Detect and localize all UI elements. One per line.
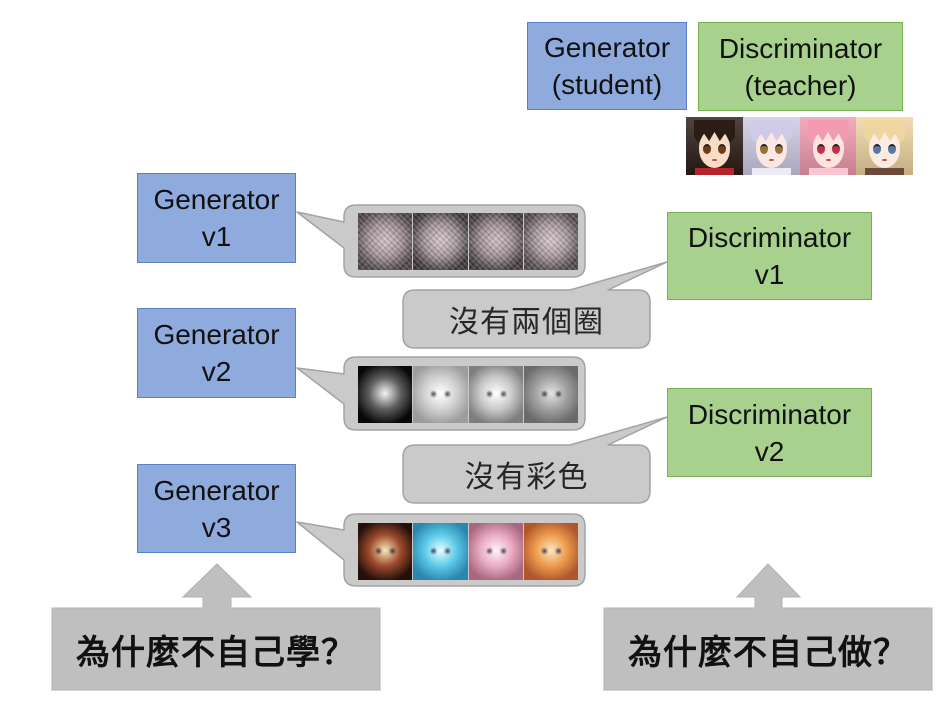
face-eye-left [873, 144, 882, 154]
generator-v2-title: Generator [153, 319, 280, 350]
generated-sample-image [523, 366, 578, 423]
face-eye-left [759, 144, 768, 154]
generated-sample-image [523, 213, 578, 270]
face-eye-right [774, 144, 783, 154]
generated-sample-image [468, 523, 523, 580]
teacher-question: 為什麼不自己做？ [628, 632, 908, 673]
speech-bubble-feedback-v2 [402, 416, 668, 504]
face-eye-left [816, 144, 825, 154]
generator-student-box: Generator (student) [527, 22, 687, 110]
generator-v1-samples [358, 213, 578, 270]
face-mouth [712, 159, 717, 161]
generator-v1-box: Generator v1 [137, 173, 296, 263]
anime-face-image [742, 117, 800, 175]
generator-v2-version: v2 [201, 356, 232, 387]
discriminator-v2-box: Discriminator v2 [667, 388, 872, 477]
discriminator-teacher-title: Discriminator [718, 32, 883, 64]
face-collar [865, 168, 905, 175]
discriminator-v2-title: Discriminator [687, 398, 852, 430]
generated-sample-image [358, 366, 413, 423]
face-eye-right [718, 144, 726, 154]
discriminator-v2-feedback: 沒有彩色 [464, 460, 589, 495]
face-collar [751, 168, 791, 175]
anime-face-image [856, 117, 913, 175]
generator-v1-version: v1 [201, 221, 232, 252]
face-eye-right [831, 144, 840, 154]
discriminator-v1-title: Discriminator [687, 222, 852, 253]
generated-sample-image [413, 213, 468, 270]
generated-sample-image [358, 523, 413, 580]
student-question: 為什麼不自己學？ [76, 632, 356, 673]
generator-v3-box: Generator v3 [137, 464, 296, 553]
discriminator-v1-feedback: 沒有兩個圈 [449, 305, 604, 340]
speech-bubble-feedback-v1 [402, 261, 668, 349]
face-collar [808, 168, 848, 175]
face-collar [695, 168, 734, 175]
real-anime-faces-strip [686, 117, 913, 175]
generator-v3-title: Generator [153, 474, 280, 506]
generator-student-title: Generator [543, 32, 671, 63]
discriminator-v2-version: v2 [754, 435, 785, 467]
generated-sample-image [523, 523, 578, 580]
face-mouth [825, 159, 831, 161]
generated-sample-image [468, 213, 523, 270]
face-eye-right [888, 144, 897, 154]
generated-sample-image [413, 366, 468, 423]
face-mouth [882, 159, 888, 161]
up-arrow-callout-teacher [603, 563, 933, 691]
generator-v3-version: v3 [201, 511, 232, 543]
generated-sample-image [468, 366, 523, 423]
discriminator-v1-version: v1 [754, 259, 785, 290]
discriminator-v1-box: Discriminator v1 [667, 212, 872, 300]
generator-student-role: (student) [551, 69, 663, 100]
generated-sample-image [358, 213, 413, 270]
face-mouth [768, 159, 774, 161]
generator-v3-samples [358, 523, 578, 580]
face-eye-left [703, 144, 711, 154]
generator-v2-box: Generator v2 [137, 308, 296, 398]
discriminator-teacher-role: (teacher) [744, 69, 857, 101]
generator-v1-title: Generator [153, 184, 280, 215]
discriminator-teacher-box: Discriminator (teacher) [698, 22, 903, 111]
generator-v2-samples [358, 366, 578, 423]
anime-face-image [799, 117, 857, 175]
up-arrow-callout-student [51, 563, 381, 691]
generated-sample-image [413, 523, 468, 580]
anime-face-image [686, 117, 743, 175]
